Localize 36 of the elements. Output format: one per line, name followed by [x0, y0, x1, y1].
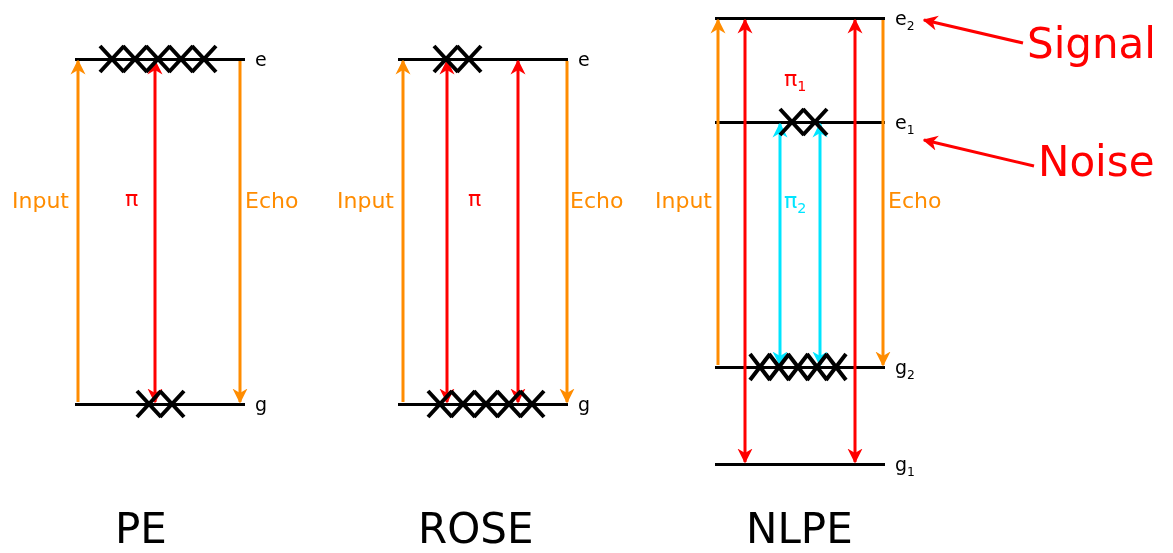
edge-label: Echo: [570, 188, 624, 214]
level-label: g: [578, 393, 591, 415]
level-label: g$_{2}$: [895, 356, 915, 384]
arrow: [559, 61, 575, 404]
arrow: [710, 18, 726, 365]
edge-label: Input: [337, 188, 394, 214]
arrow: [439, 59, 455, 404]
level-label: e$_{1}$: [895, 111, 915, 139]
level-label: e: [255, 48, 267, 70]
edge-label: π$_{2}$: [784, 188, 807, 219]
arrow: [232, 61, 248, 404]
arrow: [875, 20, 891, 367]
level-label: g: [255, 393, 268, 415]
edge-label: π$_{1}$: [784, 66, 807, 97]
arrow: [510, 59, 526, 404]
edge-label: π: [125, 186, 139, 212]
arrow: [737, 18, 753, 464]
edge-label: Input: [655, 188, 712, 214]
panel-title: PE: [115, 505, 167, 553]
arrow: [922, 135, 1035, 168]
arrow: [812, 122, 828, 367]
arrow: [922, 15, 1024, 45]
panel-title: ROSE: [418, 505, 534, 553]
edge-label: Input: [12, 188, 69, 214]
level-label: g$_{1}$: [895, 453, 915, 481]
arrow: [70, 59, 86, 402]
callout-label: Noise: [1038, 138, 1155, 186]
arrow: [395, 59, 411, 402]
level-label: e: [578, 48, 590, 70]
level-label: e$_{2}$: [895, 7, 915, 35]
callout-label: Signal: [1027, 20, 1156, 68]
edge-label: Echo: [245, 188, 299, 214]
panel-title: NLPE: [746, 505, 853, 553]
edge-label: Echo: [888, 188, 942, 214]
arrow: [847, 18, 863, 464]
edge-label: π: [468, 186, 482, 212]
